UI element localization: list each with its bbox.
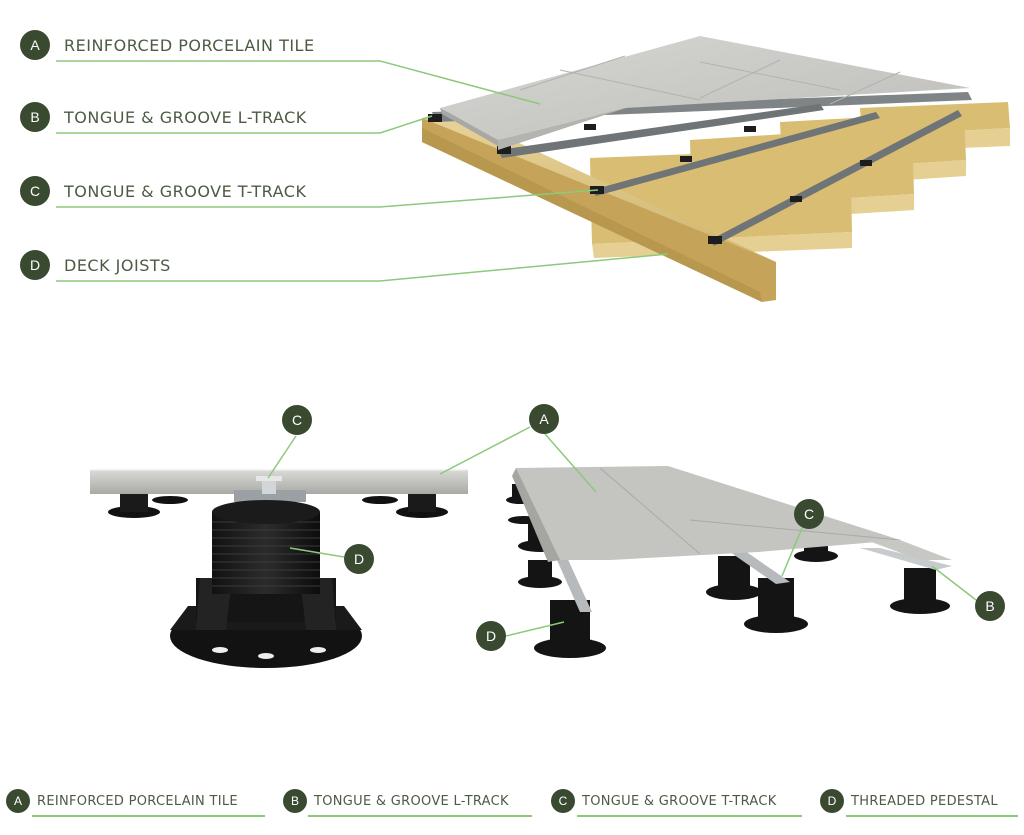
badge-a: A <box>20 30 50 60</box>
legend-underline <box>846 815 1018 817</box>
bottom-leader-lines <box>267 426 977 637</box>
callout-d-left: D <box>344 544 374 574</box>
badge-d: D <box>20 250 50 280</box>
legend-item-c: C TONGUE & GROOVE T-TRACK <box>551 787 777 815</box>
legend-underline <box>308 815 532 817</box>
pedestal-closeup <box>90 469 468 668</box>
callout-c-left: C <box>282 405 312 435</box>
callout-a-right: A <box>529 404 559 434</box>
badge-b: B <box>975 591 1005 621</box>
legend-text: TONGUE & GROOVE L-TRACK <box>314 793 509 809</box>
legend-item-a: A REINFORCED PORCELAIN TILE <box>6 787 238 815</box>
label-a-porcelain-tile: A REINFORCED PORCELAIN TILE <box>20 30 315 60</box>
badge-c: C <box>794 499 824 529</box>
label-b-l-track: B TONGUE & GROOVE L-TRACK <box>20 102 307 132</box>
legend-item-b: B TONGUE & GROOVE L-TRACK <box>283 787 509 815</box>
legend-text: REINFORCED PORCELAIN TILE <box>37 793 238 809</box>
deck-joists <box>422 102 1010 302</box>
label-text: DECK JOISTS <box>64 255 171 275</box>
label-text: TONGUE & GROOVE L-TRACK <box>64 107 307 127</box>
label-c-t-track: C TONGUE & GROOVE T-TRACK <box>20 176 306 206</box>
callout-d-right: D <box>476 621 506 651</box>
badge-a: A <box>529 404 559 434</box>
legend-text: TONGUE & GROOVE T-TRACK <box>582 793 777 809</box>
badge-c: C <box>20 176 50 206</box>
top-leader-lines <box>56 60 669 282</box>
deck-tracks <box>428 92 972 246</box>
callout-c-right: C <box>794 499 824 529</box>
label-text: TONGUE & GROOVE T-TRACK <box>64 181 307 201</box>
tile-array <box>506 466 952 658</box>
legend-underline <box>32 815 265 817</box>
badge-c: C <box>551 789 575 813</box>
label-d-deck-joists: D DECK JOISTS <box>20 250 171 280</box>
callout-b-right: B <box>975 591 1005 621</box>
badge-d: D <box>820 789 844 813</box>
deck-assembly <box>422 36 1010 302</box>
badge-b: B <box>20 102 50 132</box>
badge-d: D <box>476 621 506 651</box>
deck-tiles <box>440 36 970 150</box>
legend-text: THREADED PEDESTAL <box>851 793 998 809</box>
label-text: REINFORCED PORCELAIN TILE <box>64 35 315 55</box>
badge-b: B <box>283 789 307 813</box>
badge-a: A <box>6 789 30 813</box>
badge-c: C <box>282 405 312 435</box>
legend-item-d: D THREADED PEDESTAL <box>820 787 998 815</box>
badge-d: D <box>344 544 374 574</box>
legend-underline <box>577 815 802 817</box>
